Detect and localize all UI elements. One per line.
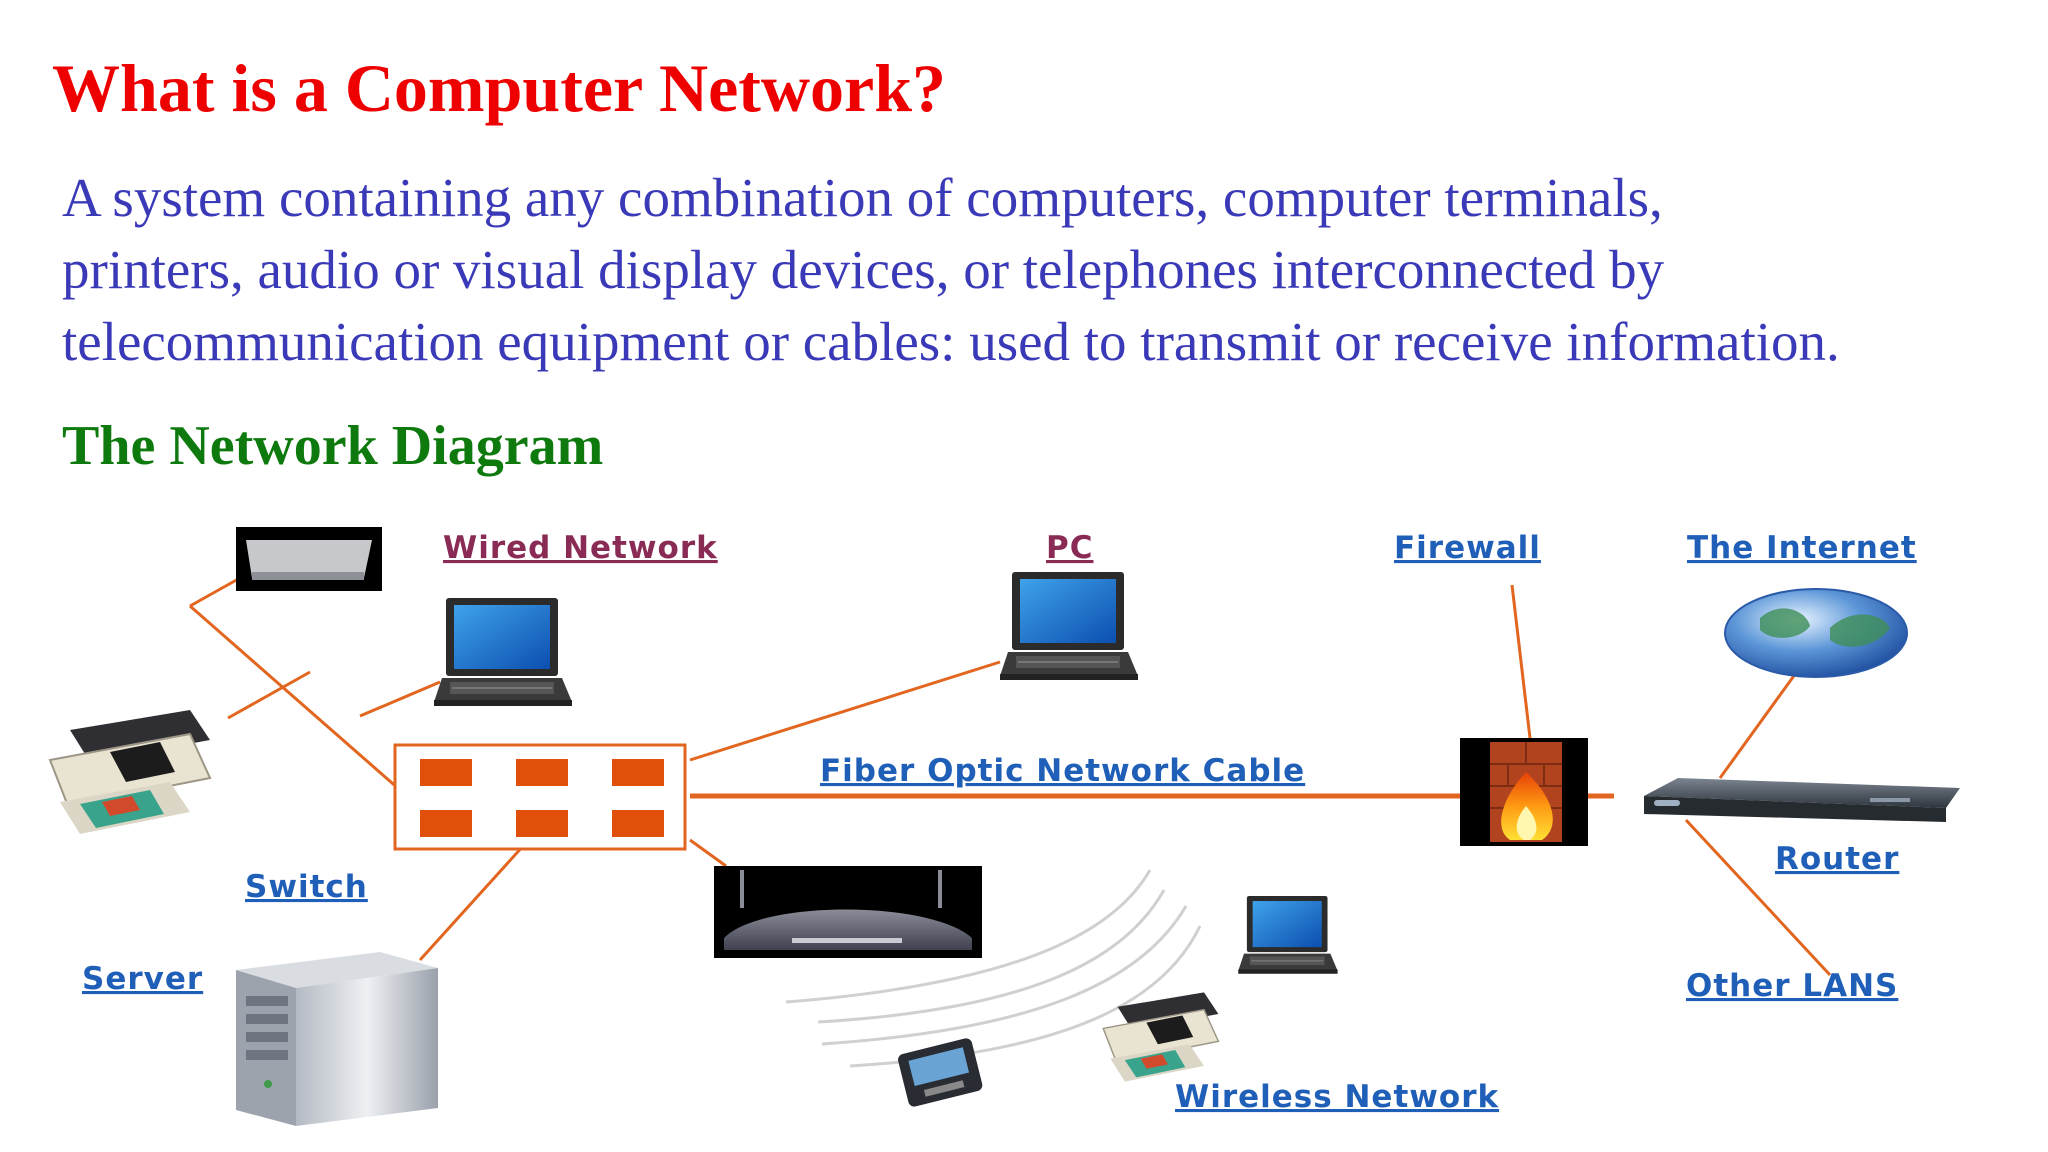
printer-icon[interactable] [50,710,210,834]
laptop-icon[interactable] [434,598,572,706]
label-wireless-network[interactable]: Wireless Network [1175,1079,1499,1115]
label-router[interactable]: Router [1775,841,1899,877]
wireless-laptop-icon[interactable] [1238,896,1337,974]
router-icon[interactable] [1644,778,1960,822]
firewall-icon[interactable] [1460,738,1588,846]
modem-icon[interactable] [236,527,382,591]
label-switch[interactable]: Switch [245,869,368,905]
label-firewall[interactable]: Firewall [1394,530,1541,566]
label-wired-network[interactable]: Wired Network [443,530,718,566]
label-pc[interactable]: PC [1046,530,1093,566]
pda-icon[interactable] [897,1037,984,1108]
pc-laptop-icon[interactable] [1000,572,1138,680]
wireless-access-point-icon[interactable] [714,866,982,958]
globe-icon[interactable] [1725,589,1907,677]
switch-icon[interactable] [395,745,685,849]
server-tower-icon[interactable] [236,952,438,1126]
label-fiber-optic-cable[interactable]: Fiber Optic Network Cable [820,753,1305,789]
label-other-lans[interactable]: Other LANS [1686,968,1898,1004]
label-server[interactable]: Server [82,961,203,997]
label-the-internet[interactable]: The Internet [1687,530,1917,566]
